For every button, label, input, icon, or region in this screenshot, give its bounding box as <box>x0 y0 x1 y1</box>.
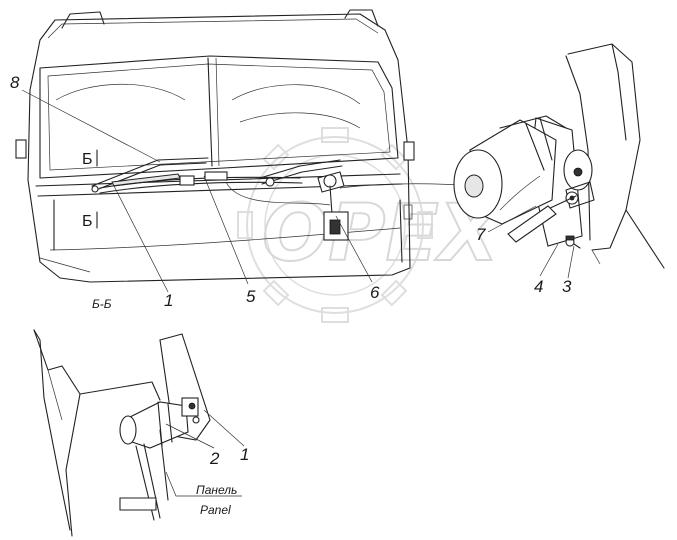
callout-1-lower: 1 <box>240 445 249 464</box>
callout-6: 6 <box>370 283 380 302</box>
panel-label-ru: Панель <box>196 483 237 497</box>
wiper-motor-assembly <box>453 43 665 269</box>
callout-labels: 8 1 5 6 7 4 3 2 1 <box>10 73 572 468</box>
callout-1-upper: 1 <box>164 291 173 310</box>
panel-label-en: Panel <box>200 503 231 517</box>
section-mark-upper: Б <box>82 151 93 168</box>
leader-lines <box>21 89 575 449</box>
section-mark-lower: Б <box>82 213 93 230</box>
section-title: Б-Б <box>92 297 112 311</box>
callout-7: 7 <box>476 225 486 244</box>
callout-8: 8 <box>10 73 20 92</box>
callout-2: 2 <box>209 449 220 468</box>
wiper-linkage <box>91 157 481 241</box>
section-view-b-b: Б-Б <box>33 297 242 537</box>
callout-3: 3 <box>562 277 572 296</box>
callout-5: 5 <box>246 287 256 306</box>
callout-4: 4 <box>534 277 543 296</box>
